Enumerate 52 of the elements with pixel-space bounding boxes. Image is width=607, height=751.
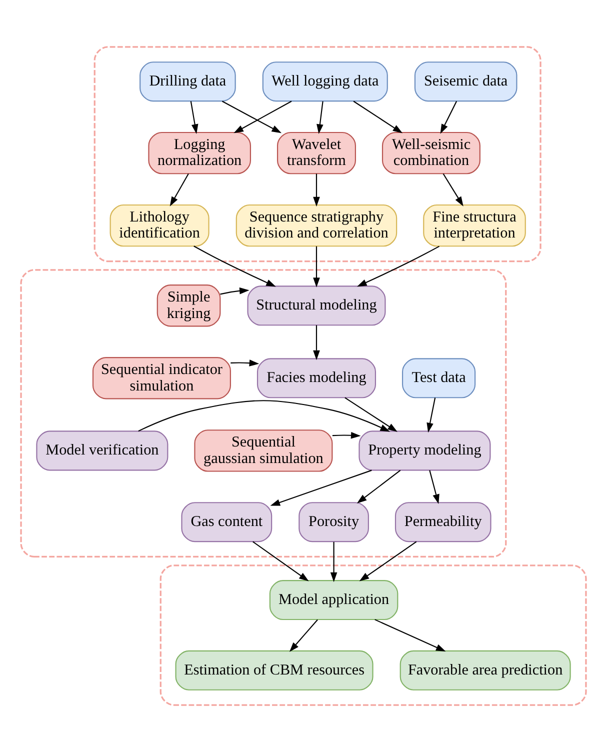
node-box: Well logging data	[262, 61, 388, 102]
node-box: Structural modeling	[247, 285, 386, 326]
node-box: Sequential gaussian simulation	[194, 429, 333, 472]
node-box: Gas content	[181, 502, 272, 542]
arrow	[353, 100, 403, 133]
arrow	[357, 245, 440, 286]
node-box: Drilling data	[140, 61, 236, 102]
node-box: Test data	[402, 358, 476, 398]
node-box: Porosity	[298, 502, 369, 542]
node-box: Permeability	[394, 502, 492, 542]
arrow	[429, 470, 440, 504]
node-box: Well-seismic combination	[382, 131, 480, 174]
node-box: Logging normalization	[148, 131, 251, 174]
arrow	[313, 324, 320, 360]
cluster	[94, 46, 542, 262]
node-box: Sequential indicator simulation	[92, 356, 231, 399]
arrow	[170, 172, 189, 206]
arrow	[330, 541, 338, 582]
arrow	[344, 396, 398, 432]
node-box: Model verification	[36, 430, 168, 470]
arrow	[440, 100, 458, 134]
node-box: Model application	[269, 580, 398, 620]
arrow	[252, 540, 309, 581]
arrow	[270, 469, 372, 506]
arrow	[313, 173, 320, 206]
node-box: Simple kriging	[156, 284, 221, 326]
arrow	[316, 100, 324, 134]
arrow	[194, 245, 276, 286]
node-box: Estimation of CBM resources	[175, 650, 374, 690]
arrow	[313, 246, 320, 287]
arrow	[356, 469, 401, 503]
cluster	[20, 268, 507, 558]
cluster	[160, 564, 587, 706]
arrow	[426, 397, 436, 432]
node-box: Fine structura interpretation	[423, 204, 526, 246]
arrow	[222, 100, 282, 133]
node-box: Seisemic data	[414, 61, 518, 102]
arrow	[230, 359, 260, 366]
arrow	[138, 400, 390, 432]
arrow	[374, 618, 446, 651]
arrow	[332, 431, 361, 438]
node-box: Wavelet transform	[276, 131, 356, 174]
node-box: Sequence stratigraphy division and correlation	[236, 204, 398, 246]
arrow	[442, 172, 464, 206]
node-box: Favorable area prediction	[400, 650, 571, 690]
node-box: Facies modeling	[256, 358, 376, 398]
node-box: Property modeling	[358, 430, 491, 470]
arrow	[220, 286, 250, 294]
arrow	[289, 618, 318, 652]
arrow	[190, 100, 198, 134]
node-box: Lithology identification	[110, 204, 210, 246]
arrow	[234, 100, 292, 133]
